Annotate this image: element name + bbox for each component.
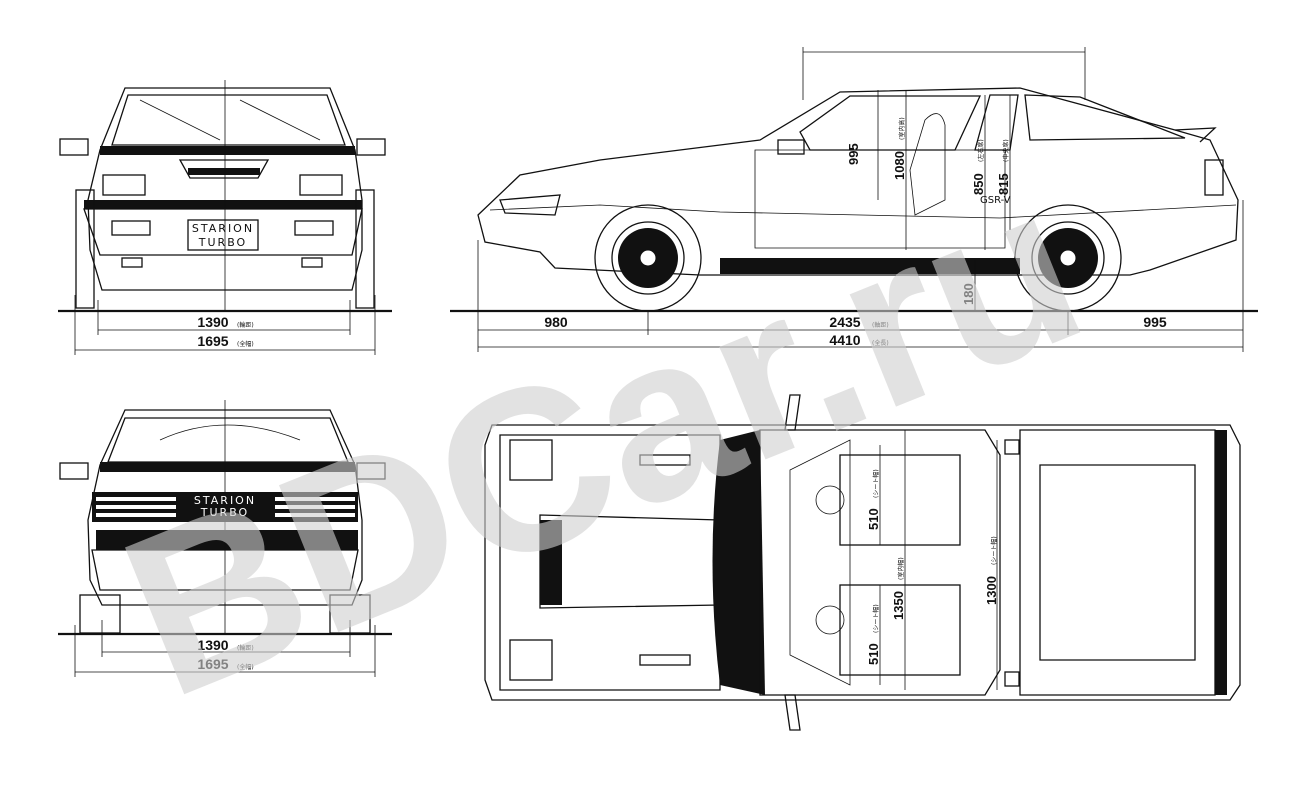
side-wheelbase-value: 2435 bbox=[829, 314, 860, 330]
rear-badge-line1: STARION bbox=[194, 494, 256, 507]
side-front-overhang-value: 980 bbox=[544, 314, 568, 330]
side-length-unit: (全長) bbox=[872, 339, 889, 347]
front-track-unit: (輪距) bbox=[237, 321, 254, 329]
front-view: STARION TURBO 1390 (輪距) 1695 (全幅) bbox=[58, 80, 392, 355]
rear-width-unit: (全幅) bbox=[237, 663, 254, 671]
side-emblem: GSR-V bbox=[980, 195, 1011, 206]
rear-badge-line2: TURBO bbox=[200, 506, 249, 519]
side-seat-to-roof-value: 995 bbox=[846, 143, 861, 165]
side-center-height-value: 815 bbox=[996, 173, 1011, 195]
rear-track-unit: (輪距) bbox=[237, 644, 254, 652]
top-interior-width-unit: (室内幅) bbox=[897, 557, 905, 580]
top-seat-span-value: 1300 bbox=[984, 576, 999, 605]
side-interior-height-unit: (室内高) bbox=[898, 117, 906, 140]
top-seat-width-front-value: 510 bbox=[866, 508, 881, 530]
front-track-value: 1390 bbox=[197, 314, 228, 330]
side-left-right-height-value: 850 bbox=[971, 173, 986, 195]
side-interior-height-value: 1080 bbox=[892, 151, 907, 180]
top-interior-width-value: 1350 bbox=[891, 591, 906, 620]
side-ground-clearance-value: 180 bbox=[961, 283, 976, 305]
top-seat-width-rear-value: 510 bbox=[866, 643, 881, 665]
side-left-right-height-unit: (左右席) bbox=[977, 139, 985, 162]
front-badge-line2: TURBO bbox=[198, 236, 247, 249]
rear-width-value: 1695 bbox=[197, 656, 228, 672]
top-seat-span-unit: (シート幅) bbox=[990, 536, 998, 565]
front-width-value: 1695 bbox=[197, 333, 228, 349]
top-seat-width-front-unit: (シート幅) bbox=[872, 469, 880, 498]
front-width-unit: (全幅) bbox=[237, 340, 254, 348]
front-badge-line1: STARION bbox=[192, 222, 254, 235]
side-length-value: 4410 bbox=[829, 332, 860, 348]
side-rear-overhang-value: 995 bbox=[1143, 314, 1167, 330]
rear-track-value: 1390 bbox=[197, 637, 228, 653]
top-seat-width-rear-unit: (シート幅) bbox=[872, 604, 880, 633]
side-view: GSR-V 995 1080 (室内高) 850 (左右席) 815 (中央席)… bbox=[450, 47, 1258, 352]
side-center-height-unit: (中央席) bbox=[1002, 139, 1010, 162]
side-wheelbase-unit: (軸距) bbox=[872, 321, 889, 329]
top-view: 510 (シート幅) 1350 (室内幅) 510 (シート幅) 1300 (シ… bbox=[484, 394, 1241, 731]
rear-view: STARION TURBO 1390 (輪距) 1695 (全幅) bbox=[58, 400, 392, 677]
